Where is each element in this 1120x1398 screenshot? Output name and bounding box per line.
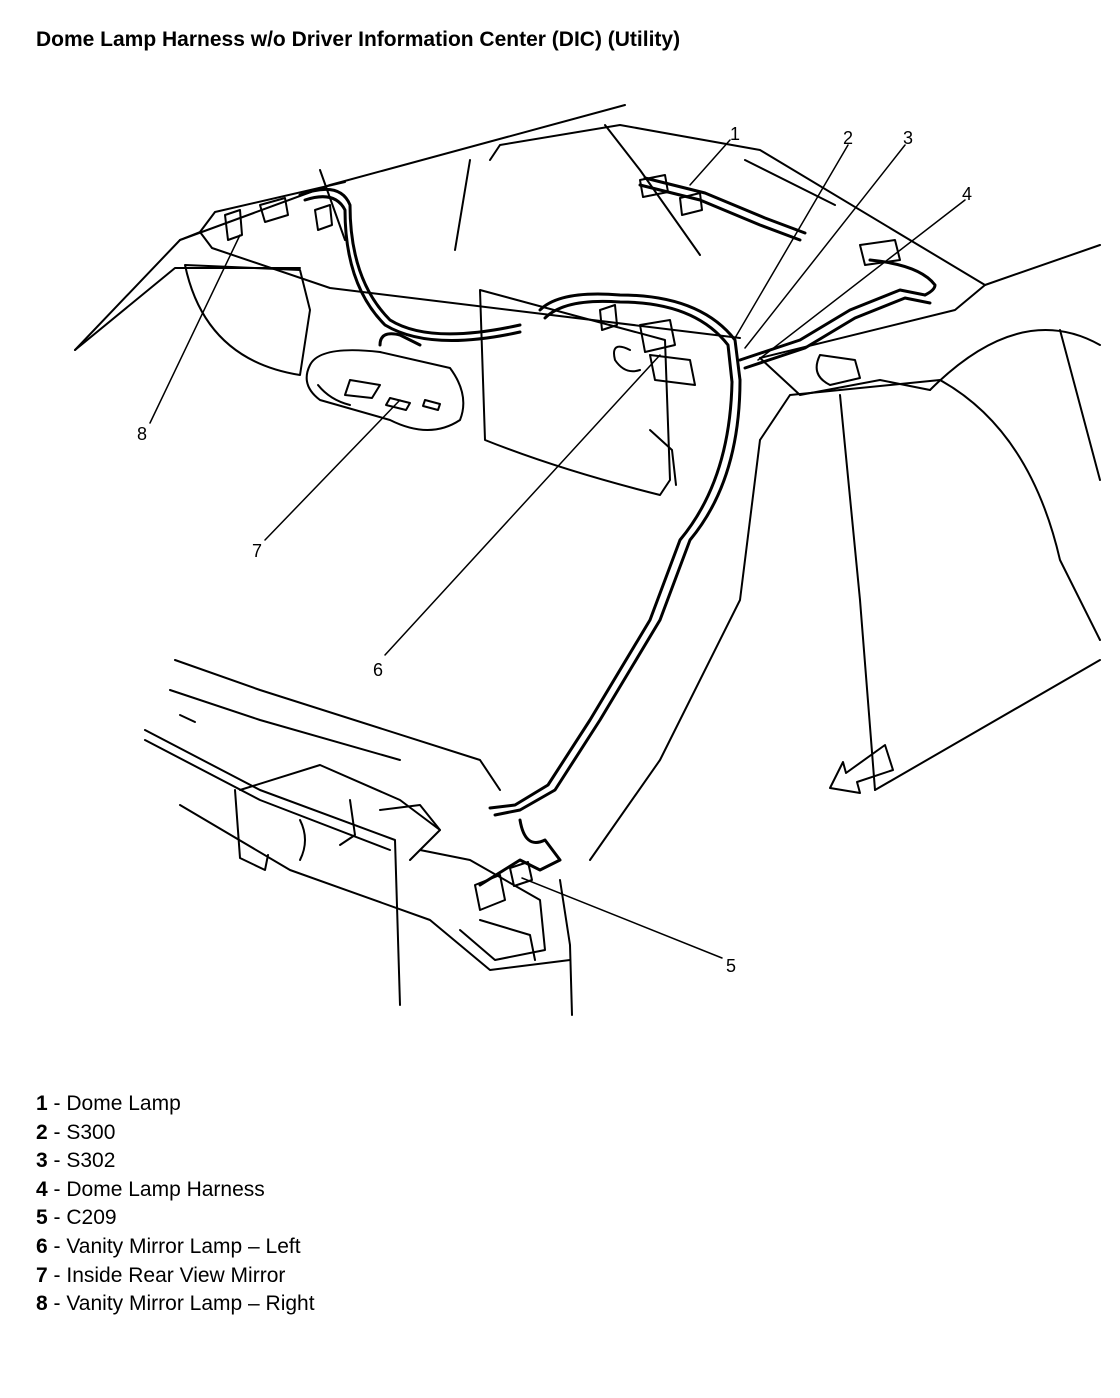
harness-line-drawing: 1 2 3 4 5 6 7 8 [74, 104, 1101, 1016]
callout-2: 2 [843, 128, 853, 148]
legend-item: 4 - Dome Lamp Harness [36, 1176, 315, 1205]
legend-item: 8 - Vanity Mirror Lamp – Right [36, 1290, 315, 1319]
legend-label: Vanity Mirror Lamp – Left [66, 1234, 301, 1258]
legend-separator: - [47, 1234, 67, 1258]
callout-1: 1 [730, 124, 740, 144]
callout-6: 6 [373, 660, 383, 680]
legend-item: 7 - Inside Rear View Mirror [36, 1262, 315, 1291]
legend-label: Dome Lamp [66, 1092, 181, 1115]
legend-label: Vanity Mirror Lamp – Right [66, 1292, 315, 1316]
legend-separator: - [47, 1206, 67, 1230]
sun-visors [184, 264, 677, 496]
legend-number: 7 [36, 1263, 48, 1287]
front-direction-arrow-icon [829, 744, 894, 794]
callout-5: 5 [726, 956, 736, 976]
legend-number: 8 [36, 1292, 48, 1316]
legend-separator: - [47, 1177, 67, 1201]
legend-separator: - [47, 1149, 67, 1173]
legend-label: Dome Lamp Harness [66, 1177, 265, 1201]
lower-bracket-area [144, 659, 573, 1016]
legend-item: 3 - S302 [36, 1147, 315, 1176]
legend: 1 - Dome Lamp 2 - S300 3 - S302 4 - Dome… [36, 1090, 315, 1319]
legend-number: 6 [36, 1234, 48, 1258]
legend-label: C209 [66, 1206, 117, 1230]
legend-label: Inside Rear View Mirror [66, 1263, 286, 1287]
legend-number: 1 [36, 1092, 48, 1115]
inside-rear-view-mirror [305, 349, 465, 431]
harness-illustration: 1 2 3 4 5 6 7 8 [74, 104, 1101, 1016]
callout-numbers: 1 2 3 4 5 6 7 8 [137, 124, 972, 976]
legend-item: 6 - Vanity Mirror Lamp – Left [36, 1233, 315, 1262]
page-title: Dome Lamp Harness w/o Driver Information… [36, 28, 681, 51]
legend-item: 5 - C209 [36, 1204, 315, 1233]
legend-separator: - [47, 1120, 67, 1144]
connectors [224, 174, 901, 911]
legend-separator: - [47, 1092, 67, 1115]
legend-label: S300 [66, 1120, 116, 1144]
vehicle-body-outline [74, 104, 1101, 861]
legend-number: 5 [36, 1206, 48, 1230]
legend-number: 3 [36, 1149, 48, 1173]
legend-label: S302 [66, 1149, 116, 1173]
dome-lamp-harness-wire [298, 176, 937, 887]
callout-3: 3 [903, 128, 913, 148]
legend-separator: - [47, 1263, 67, 1287]
callout-7: 7 [252, 541, 262, 561]
legend-item: 1 - Dome Lamp [36, 1090, 315, 1119]
legend-number: 4 [36, 1177, 48, 1201]
legend-number: 2 [36, 1120, 48, 1144]
leader-lines [149, 139, 966, 959]
callout-4: 4 [962, 184, 972, 204]
legend-separator: - [47, 1292, 67, 1316]
legend-item: 2 - S300 [36, 1119, 315, 1148]
callout-8: 8 [137, 424, 147, 444]
